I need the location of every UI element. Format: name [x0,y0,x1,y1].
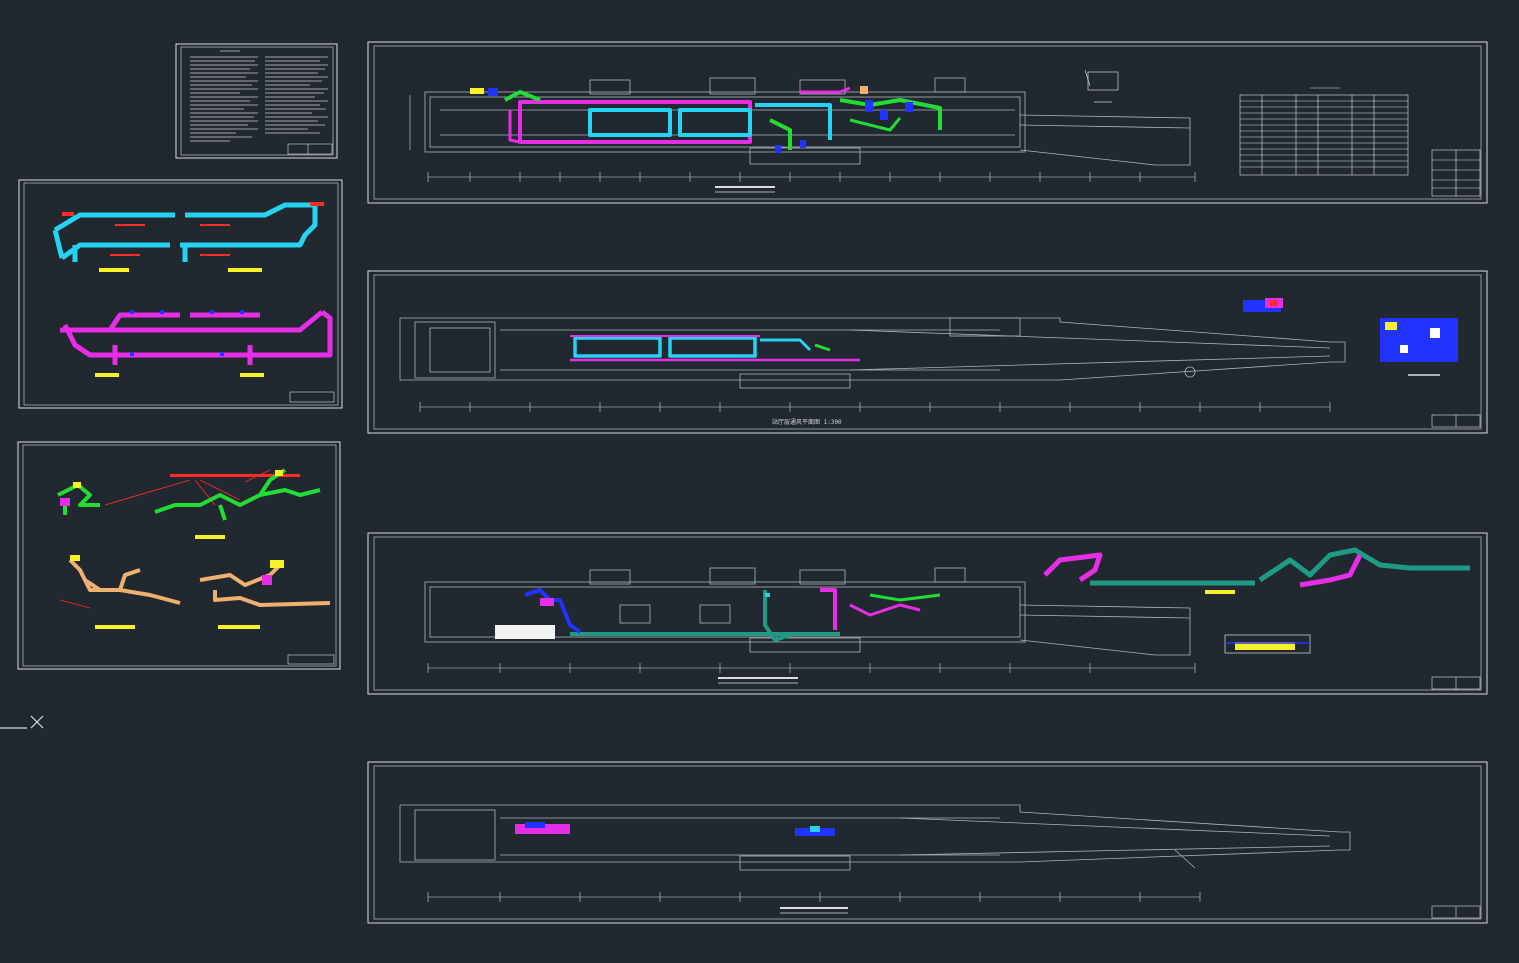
iso-label-6 [95,625,135,629]
plan-3-section-view [1224,634,1311,654]
iso-sheet-title-block [289,391,335,403]
plan-3-grid-dimension [427,663,1196,673]
green-pipe-system [57,468,321,521]
plan-4-caption-bar [780,907,848,914]
notes-title-block [287,143,333,155]
iso-label-5 [195,535,225,539]
plan-3-title-block [1431,676,1481,690]
iso-label-3 [95,373,119,377]
iso-label-1 [99,268,129,272]
plan-1-detail-view [1084,69,1119,103]
plan-2-title-block [1431,414,1481,428]
plan-2-station-outline [399,317,1346,389]
plan-3-station-outline [424,567,1191,656]
plan-1-title-block [1431,149,1481,197]
plan-1-hvac-ducts [504,86,942,150]
orange-pipe-system [68,558,331,607]
leader-lines [59,469,271,609]
sheet-pipe-isometric[interactable] [17,441,341,670]
plan-3-white-zone [495,625,555,639]
plan-3-caption-bar [718,677,798,684]
plan-2-caption: 站厅层通风平面图 1:300 [772,418,842,426]
plan-4-grid-dimension [427,892,1201,902]
cyan-duct-system [52,202,318,262]
plan-4-title-block [1431,905,1481,919]
sheet-duct-isometric[interactable] [18,179,343,409]
notes-text-block [190,50,328,142]
plan-1-caption-bar [715,186,775,193]
plan-2-key-plan [1243,298,1283,312]
plan-2-grid-dimension [419,402,1331,412]
plan-2-detail-blue-area [1380,318,1458,376]
sheet-plan-1[interactable] [367,41,1488,204]
plan-1-grid-dimension [409,95,1196,182]
iso-label-7 [218,625,260,629]
iso-label-2 [228,268,262,272]
plan-3-hvac-pipes [524,588,941,642]
ucs-cross-icon [0,715,44,729]
sheet-plan-2[interactable]: 站厅层通风平面图 1:300 [367,270,1488,434]
plan-2-hvac-ducts [570,335,860,362]
magenta-duct-system [60,310,333,365]
plan-4-hvac-units [515,822,835,836]
sheet-design-notes[interactable] [175,43,338,159]
sheet-plan-3[interactable] [367,532,1488,695]
plan-3-pipe-isometric [1043,547,1470,588]
iso-label-4 [240,373,264,377]
plan-4-station-outline [399,804,1351,871]
sheet-plan-4[interactable] [367,761,1488,924]
equipment-schedule-table [1239,87,1409,176]
pipe-sheet-title-block [287,654,335,665]
